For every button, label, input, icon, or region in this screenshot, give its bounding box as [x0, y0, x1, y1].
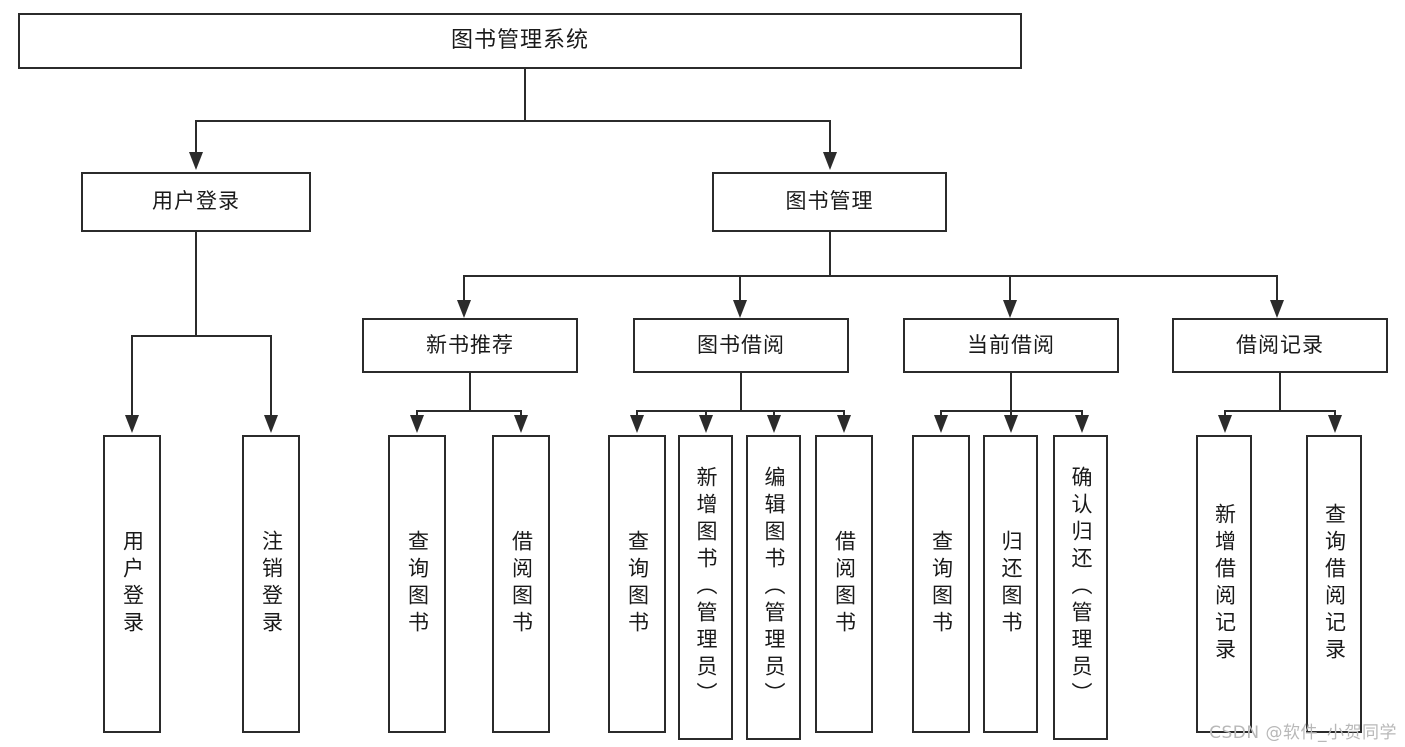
arrow-user-login-to-leaf-2 [264, 415, 278, 433]
arrow-br-to-leaf-1 [1218, 415, 1232, 433]
arrow-bb-to-leaf-3 [767, 415, 781, 433]
node-label: 新书推荐 [426, 332, 514, 357]
node-book-borrow[interactable]: 图书借阅 [633, 318, 849, 373]
arrow-cb-to-leaf-1 [934, 415, 948, 433]
node-label: 新增借阅记录 [1212, 503, 1237, 665]
node-current-borrow[interactable]: 当前借阅 [903, 318, 1119, 373]
node-new-book-recommend[interactable]: 新书推荐 [362, 318, 578, 373]
node-label: 当前借阅 [967, 332, 1055, 357]
node-label: 图书借阅 [697, 332, 785, 357]
edge-bb-to-leaf-3 [773, 410, 775, 418]
node-label: 图书管理 [785, 189, 874, 214]
node-label: 查询图书 [405, 530, 430, 638]
edge-bb-to-leaf-2 [705, 410, 707, 418]
edge-bm-to-current-borrow [1009, 275, 1011, 303]
edge-bb-elbow [637, 410, 845, 412]
node-label: 查询图书 [625, 530, 650, 638]
node-leaf-add-record[interactable]: 新增借阅记录 [1196, 435, 1252, 733]
edge-user-login-to-leaf-2 [270, 335, 272, 417]
edge-bb-trunk [740, 373, 742, 411]
arrow-nbr-to-leaf-1 [410, 415, 424, 433]
edge-cb-to-leaf-1 [940, 410, 942, 418]
edge-user-login-trunk [195, 232, 197, 336]
node-leaf-edit-book[interactable]: 编辑图书（管理员） [746, 435, 801, 740]
node-label: 注销登录 [259, 530, 284, 638]
node-leaf-logout-login[interactable]: 注销登录 [242, 435, 300, 733]
csdn-watermark: CSDN @软件_小贺同学 [1209, 723, 1397, 743]
node-book-management[interactable]: 图书管理 [712, 172, 947, 232]
node-label: 查询图书 [929, 530, 954, 638]
node-label: 借阅图书 [509, 530, 534, 638]
edge-cb-to-leaf-2 [1010, 410, 1012, 418]
edge-user-login-elbow [132, 335, 272, 337]
edge-br-to-leaf-1 [1224, 410, 1226, 418]
arrow-bm-to-borrow-record [1270, 300, 1284, 318]
node-label: 借阅图书 [832, 530, 857, 638]
node-leaf-return-book[interactable]: 归还图书 [983, 435, 1038, 733]
edge-nbr-to-leaf-2 [520, 410, 522, 418]
node-label: 借阅记录 [1236, 332, 1324, 357]
edge-nbr-trunk [469, 373, 471, 411]
edge-root-trunk [524, 69, 526, 121]
edge-book-management-elbow [464, 275, 1277, 277]
node-label: 确认归还（管理员） [1069, 466, 1094, 709]
arrow-bm-to-new-book-recommend [457, 300, 471, 318]
arrow-br-to-leaf-2 [1328, 415, 1342, 433]
node-label: 新增图书（管理员） [694, 466, 719, 709]
edge-user-login-to-leaf-1 [131, 335, 133, 417]
node-user-login[interactable]: 用户登录 [81, 172, 311, 232]
edge-cb-to-leaf-3 [1081, 410, 1083, 418]
edge-br-elbow [1225, 410, 1335, 412]
arrow-nbr-to-leaf-2 [514, 415, 528, 433]
node-label: 用户登录 [120, 530, 145, 638]
arrow-bb-to-leaf-1 [630, 415, 644, 433]
node-leaf-query-record[interactable]: 查询借阅记录 [1306, 435, 1362, 733]
edge-cb-elbow [941, 410, 1083, 412]
node-label: 编辑图书（管理员） [762, 466, 787, 709]
arrow-root-to-book-management [823, 152, 837, 170]
node-label: 查询借阅记录 [1322, 503, 1347, 665]
edge-bb-to-leaf-4 [843, 410, 845, 418]
arrow-user-login-to-leaf-1 [125, 415, 139, 433]
edge-bm-to-borrow-record [1276, 275, 1278, 303]
arrow-bb-to-leaf-4 [837, 415, 851, 433]
node-root-book-management-system[interactable]: 图书管理系统 [18, 13, 1022, 69]
node-leaf-user-login[interactable]: 用户登录 [103, 435, 161, 733]
edge-br-to-leaf-2 [1334, 410, 1336, 418]
edge-nbr-elbow [417, 410, 521, 412]
edge-bb-to-leaf-1 [636, 410, 638, 418]
node-leaf-query-book-2[interactable]: 查询图书 [608, 435, 666, 733]
node-leaf-query-book-3[interactable]: 查询图书 [912, 435, 970, 733]
edge-br-trunk [1279, 373, 1281, 411]
node-label: 归还图书 [999, 530, 1024, 638]
node-leaf-borrow-book-2[interactable]: 借阅图书 [815, 435, 873, 733]
edge-bm-to-new-book-recommend [463, 275, 465, 303]
arrow-root-to-user-login [189, 152, 203, 170]
arrow-cb-to-leaf-2 [1004, 415, 1018, 433]
edge-cb-trunk [1010, 373, 1012, 411]
edge-root-to-user-login [195, 120, 197, 155]
node-leaf-borrow-book-1[interactable]: 借阅图书 [492, 435, 550, 733]
edge-bm-to-book-borrow [739, 275, 741, 303]
node-borrow-record[interactable]: 借阅记录 [1172, 318, 1388, 373]
edge-root-to-book-management [829, 120, 831, 155]
arrow-bm-to-book-borrow [733, 300, 747, 318]
arrow-bb-to-leaf-2 [699, 415, 713, 433]
node-leaf-add-book[interactable]: 新增图书（管理员） [678, 435, 733, 740]
edge-book-management-trunk [829, 232, 831, 276]
node-leaf-confirm-return[interactable]: 确认归还（管理员） [1053, 435, 1108, 740]
arrow-bm-to-current-borrow [1003, 300, 1017, 318]
edge-nbr-to-leaf-1 [416, 410, 418, 418]
arrow-cb-to-leaf-3 [1075, 415, 1089, 433]
node-label: 图书管理系统 [450, 27, 589, 53]
node-label: 用户登录 [152, 189, 240, 214]
node-leaf-query-book-1[interactable]: 查询图书 [388, 435, 446, 733]
edge-root-elbow [196, 120, 830, 122]
